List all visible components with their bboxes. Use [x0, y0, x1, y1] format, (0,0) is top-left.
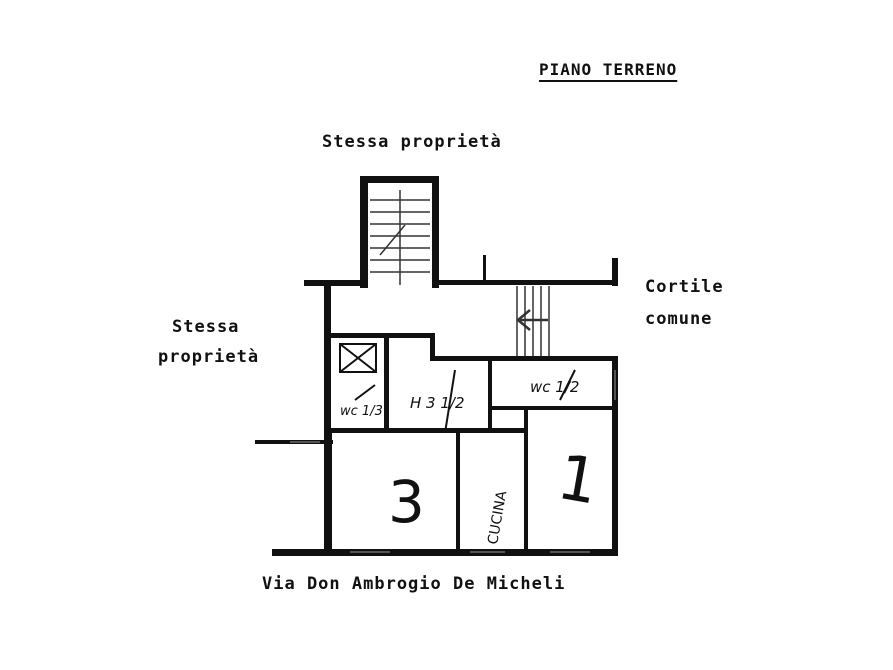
lift-shaft — [339, 343, 377, 373]
corridor-east-post — [612, 258, 618, 286]
east-wall — [612, 356, 618, 556]
partition-center — [488, 361, 492, 431]
room-label-kitchen: CUCINA — [485, 489, 510, 545]
corridor-lower-wall-right — [430, 356, 618, 361]
corridor-top-wall-left — [304, 280, 368, 286]
room-label-unit-3: 3 — [388, 468, 425, 536]
partition-unit1 — [524, 406, 528, 549]
corridor-lower-jog — [430, 333, 435, 361]
room-label-center: H 3 1/2 — [410, 394, 465, 412]
stair-wall-left — [360, 176, 368, 288]
window-marks — [290, 370, 616, 553]
corridor-top-wall-right — [438, 280, 618, 285]
label-north-same-property: Stessa proprietà — [322, 132, 502, 152]
label-east-line1: Cortile — [645, 277, 724, 297]
label-west-line2: proprietà — [158, 347, 260, 367]
street-name: Via Don Ambrogio De Micheli — [262, 574, 566, 594]
label-east-line2: comune — [645, 309, 713, 329]
room-label-unit-1: 1 — [552, 440, 604, 519]
partition-wc — [384, 338, 389, 430]
stair-wall-top — [360, 176, 438, 183]
partition-kitchen-left — [456, 430, 460, 549]
stairs-treads — [370, 190, 430, 285]
room-label-wc-small: wc 1/3 — [340, 404, 383, 419]
west-wall — [324, 280, 331, 435]
door-marks — [354, 369, 576, 434]
corridor-steps — [516, 286, 550, 356]
label-west-line1: Stessa — [172, 317, 240, 337]
partition-wc-right — [492, 406, 612, 410]
stair-wall-right — [432, 176, 439, 288]
south-wall — [272, 549, 618, 556]
corridor-lower-wall-left — [331, 333, 431, 338]
plan-walls — [255, 176, 618, 556]
corridor-top-post — [483, 255, 486, 280]
room-label-wc-right: wc 1/2 — [530, 378, 579, 396]
west-lower-wall — [324, 430, 332, 556]
partition-middle — [331, 428, 526, 433]
page-title: PIANO TERRENO — [539, 60, 678, 79]
